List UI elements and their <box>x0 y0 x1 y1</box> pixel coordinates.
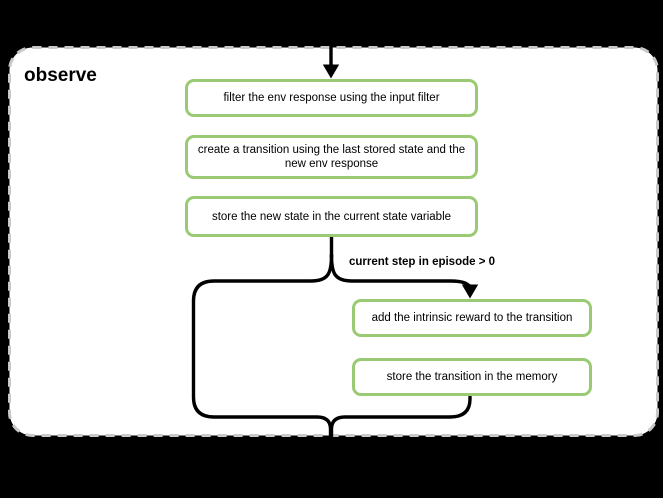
branch-condition-label: current step in episode > 0 <box>349 256 496 268</box>
branch-arrow-head-icon <box>461 284 479 299</box>
observe-panel <box>8 46 659 437</box>
step-label: filter the env response using the input … <box>223 92 440 104</box>
step-label: add the intrinsic reward to the transiti… <box>371 312 573 324</box>
step-label: store the new state in the current state… <box>211 210 452 223</box>
step-label: store the transition in the memory <box>386 371 558 383</box>
step-box-create-transition: create a transition using the last store… <box>185 135 478 179</box>
entry-arrow-head-icon <box>322 64 340 79</box>
step-box-filter-env-response: filter the env response using the input … <box>185 79 478 117</box>
step-box-store-transition-memory: store the transition in the memory <box>352 358 592 396</box>
skip-branch-line <box>191 253 334 448</box>
merge-line <box>329 395 472 448</box>
step-label: create a transition using the last store… <box>197 144 466 170</box>
diagram-title: observe <box>24 65 97 86</box>
step-box-add-intrinsic-reward: add the intrinsic reward to the transiti… <box>352 299 592 337</box>
step-box-store-new-state: store the new state in the current state… <box>185 196 478 237</box>
